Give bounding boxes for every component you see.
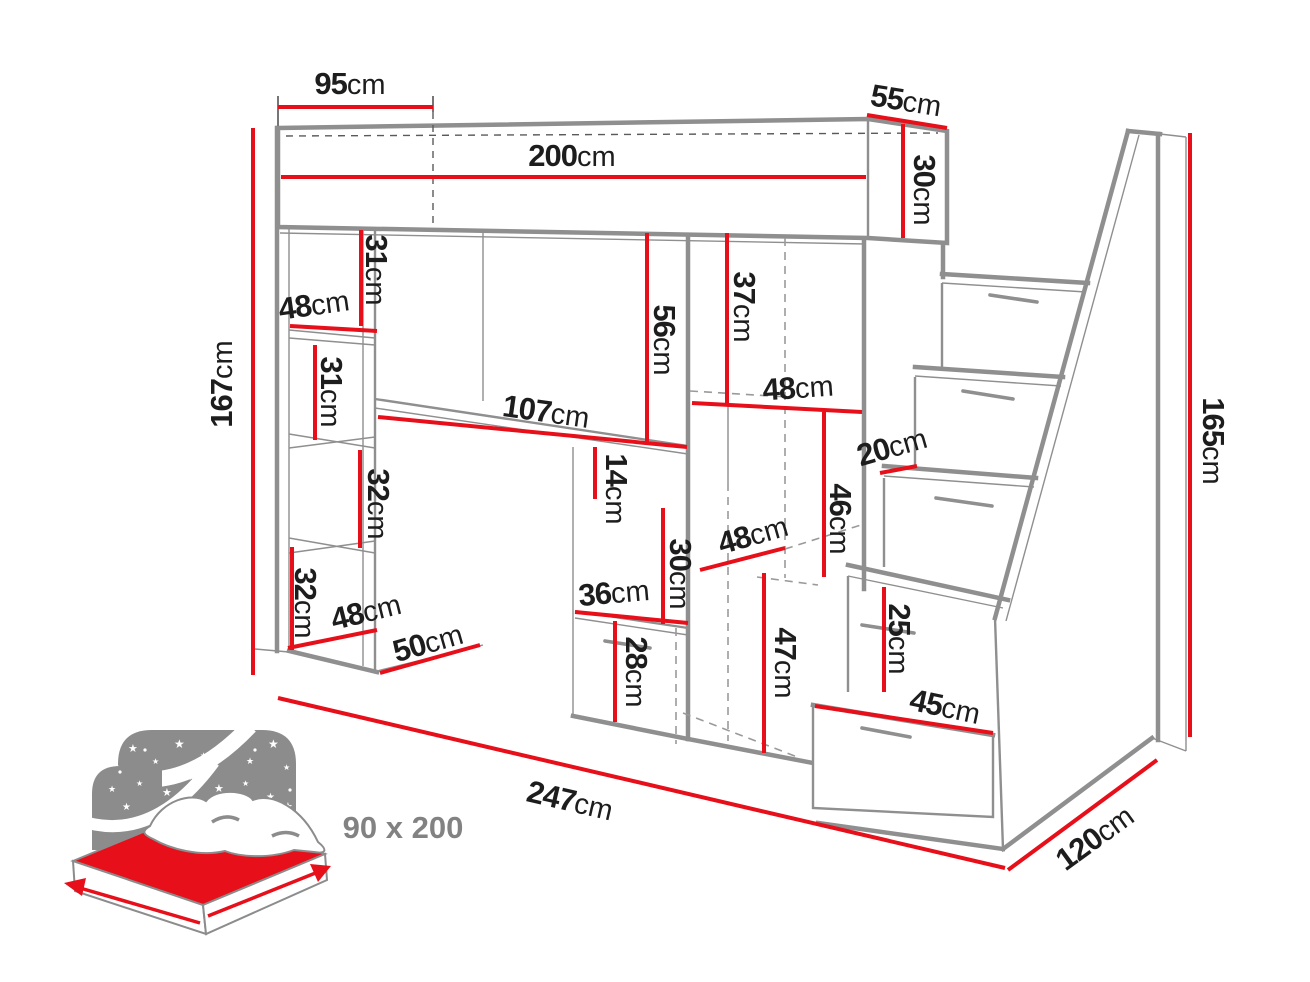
dim-unit: cm	[577, 141, 616, 173]
dim-label-30cm-drawer: 30cm	[663, 538, 698, 610]
dim-value: 165	[1196, 397, 1231, 447]
dim-value: 37	[727, 271, 762, 304]
svg-text:★: ★	[136, 779, 143, 788]
dim-unit: cm	[288, 599, 320, 639]
dim-value: 28	[619, 636, 654, 669]
dim-unit: cm	[314, 388, 346, 428]
dim-value: 200	[528, 138, 578, 173]
dim-value: 46	[823, 483, 858, 516]
dim-label-95cm: 95cm	[314, 68, 385, 100]
dim-label-32cm-a: 32cm	[361, 468, 396, 540]
width-arrow	[64, 878, 201, 925]
dim-unit: cm	[346, 69, 386, 101]
length-arrow	[207, 864, 331, 918]
svg-text:★: ★	[148, 812, 154, 820]
dim-value: 31	[359, 234, 394, 267]
dim-unit: cm	[727, 303, 759, 343]
dim-value: 95	[314, 66, 347, 101]
dim-unit: cm	[900, 85, 944, 124]
dim-label-37cm: 37cm	[727, 271, 762, 343]
svg-text:★: ★	[162, 786, 172, 799]
left-shelf-unit	[254, 125, 484, 675]
stairs-side-panel	[992, 128, 1187, 853]
extension-lines-95	[277, 96, 434, 227]
mattress-size-icon: ★★ ★★ ★★ ★★ ★★ ★★ ★★ ★★ ★★ ★★ ★★ ★★	[64, 720, 331, 936]
dim-value: 56	[647, 304, 682, 337]
dim-label-200cm: 200cm	[528, 140, 615, 172]
dim-value: 47	[768, 627, 803, 660]
dim-unit: cm	[882, 635, 914, 675]
dim-label-165cm: 165cm	[1196, 397, 1231, 485]
dim-unit: cm	[207, 340, 239, 379]
svg-text:★: ★	[188, 773, 195, 782]
dim-value: 30	[907, 154, 942, 187]
dim-unit: cm	[768, 659, 800, 699]
mattress-size-label: 90 x 200	[342, 810, 464, 845]
svg-text:★: ★	[242, 779, 249, 788]
svg-text:★: ★	[128, 742, 138, 755]
dim-unit: cm	[907, 186, 939, 226]
svg-text:★: ★	[108, 785, 116, 795]
dim-unit: cm	[663, 570, 695, 610]
dim-label-46cm: 46cm	[823, 483, 858, 555]
wardrobe-section	[682, 237, 946, 766]
dim-label-14cm: 14cm	[599, 453, 634, 525]
dim-label-31cm-b: 31cm	[314, 356, 349, 428]
svg-text:★: ★	[222, 738, 232, 751]
dim-unit: cm	[823, 515, 855, 555]
dim-unit: cm	[599, 485, 631, 525]
dim-label-28cm: 28cm	[619, 636, 654, 708]
dim-value: 30	[663, 538, 698, 571]
dim-value: 107	[500, 388, 554, 430]
dim-value: 167	[204, 378, 239, 428]
svg-text:★: ★	[214, 782, 224, 795]
svg-text:★: ★	[246, 757, 254, 767]
dimension-lines	[251, 105, 1192, 872]
svg-text:★: ★	[152, 757, 159, 766]
dim-value: 32	[361, 468, 396, 501]
dim-unit: cm	[619, 668, 651, 708]
dim-value: 14	[599, 453, 634, 486]
dim-value: 31	[314, 356, 349, 389]
dim-label-47cm: 47cm	[768, 627, 803, 699]
dim-label-48cm-wardrobe-top: 48cm	[761, 370, 834, 407]
dim-value: 25	[882, 603, 917, 636]
dim-value: 32	[288, 567, 323, 600]
dim-value: 48	[276, 287, 314, 327]
bed-frame	[275, 116, 950, 246]
stairs	[810, 271, 1091, 852]
dim-value: 36	[576, 575, 613, 614]
svg-text:★: ★	[106, 825, 113, 834]
svg-text:★: ★	[122, 802, 131, 813]
svg-text:★: ★	[200, 751, 207, 760]
svg-text:★: ★	[268, 737, 279, 751]
drawer-cabinet	[570, 235, 691, 744]
dim-unit: cm	[308, 285, 352, 323]
dim-label-30cm-headboard: 30cm	[907, 154, 942, 226]
dim-unit: cm	[647, 336, 679, 376]
dim-label-56cm: 56cm	[647, 304, 682, 376]
dim-unit: cm	[609, 574, 651, 611]
dim-label-167cm: 167cm	[204, 340, 239, 428]
dim-label-32cm-b: 32cm	[288, 567, 323, 639]
dim-unit: cm	[361, 500, 393, 540]
dim-label-31cm-a: 31cm	[359, 234, 394, 306]
dim-label-25cm: 25cm	[882, 603, 917, 675]
dim-unit: cm	[793, 370, 835, 406]
dim-unit: cm	[359, 266, 391, 306]
dim-unit: cm	[548, 397, 592, 435]
dim-value: 48	[761, 370, 797, 408]
dim-label-36cm: 36cm	[576, 574, 651, 614]
svg-text:★: ★	[283, 763, 290, 772]
svg-text:★: ★	[174, 737, 185, 751]
dim-unit: cm	[1196, 446, 1228, 485]
